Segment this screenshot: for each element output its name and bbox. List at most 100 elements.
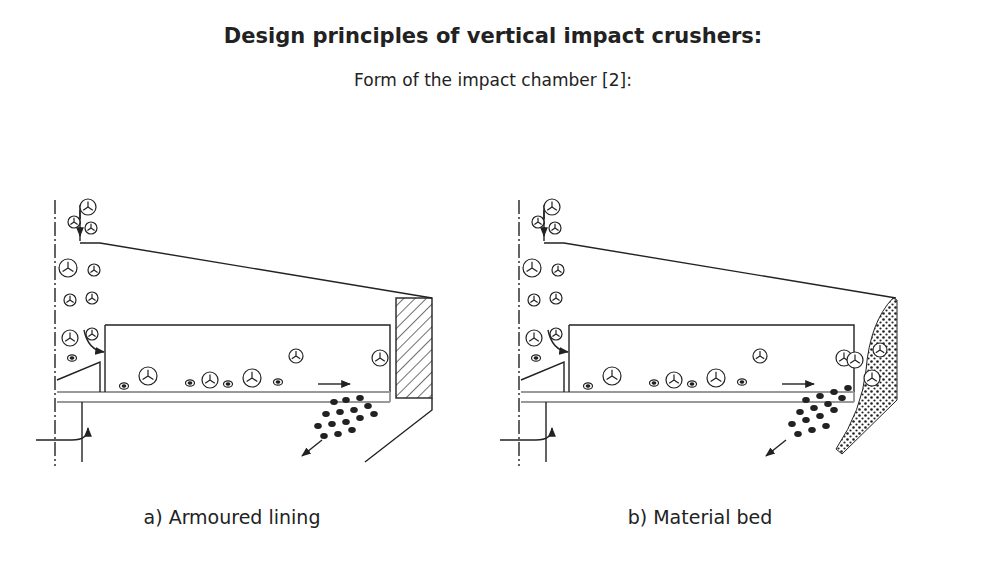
particle xyxy=(817,394,823,399)
particle xyxy=(652,382,656,384)
particle xyxy=(823,424,829,429)
particle xyxy=(523,259,541,277)
caption: a) Armoured lining xyxy=(144,506,321,528)
particle xyxy=(803,398,809,403)
particle xyxy=(711,372,722,382)
particle xyxy=(88,330,95,337)
particle xyxy=(527,262,538,272)
particle xyxy=(59,259,77,277)
particle xyxy=(188,382,192,384)
housing xyxy=(365,398,432,462)
particle xyxy=(740,381,744,383)
particle xyxy=(549,222,561,234)
particle xyxy=(202,372,218,388)
particle xyxy=(62,330,78,346)
particle xyxy=(552,264,564,276)
particle xyxy=(529,332,539,341)
particle xyxy=(371,412,377,417)
particle xyxy=(68,216,80,228)
particle xyxy=(550,292,562,304)
particle xyxy=(224,381,233,387)
particle xyxy=(372,350,388,366)
particle xyxy=(850,354,860,363)
particle xyxy=(789,422,795,427)
particle xyxy=(83,201,93,210)
particle xyxy=(873,343,887,357)
particle xyxy=(343,420,349,425)
particle xyxy=(552,294,559,301)
particle xyxy=(357,416,363,421)
particle xyxy=(550,328,562,340)
particle xyxy=(547,201,557,210)
particle xyxy=(864,370,880,386)
particle xyxy=(584,383,593,389)
particle xyxy=(669,374,679,383)
particle xyxy=(811,406,817,411)
particle xyxy=(831,408,837,413)
particle xyxy=(688,381,697,387)
particle xyxy=(530,296,537,303)
particle xyxy=(64,294,76,306)
particle xyxy=(532,355,541,361)
particle xyxy=(867,372,877,381)
particle xyxy=(88,294,95,301)
particle xyxy=(143,370,154,380)
particle xyxy=(321,434,327,439)
particle xyxy=(375,352,385,361)
particle xyxy=(554,266,561,273)
particle xyxy=(607,370,618,380)
particle xyxy=(707,369,725,387)
particle xyxy=(876,345,884,353)
particle xyxy=(825,402,831,407)
particle xyxy=(63,262,74,272)
caption: b) Material bed xyxy=(628,506,773,528)
particle xyxy=(226,383,230,385)
particle xyxy=(274,379,283,385)
particle xyxy=(351,408,357,413)
subtitle: Form of the impact chamber [2]: xyxy=(354,70,632,90)
particle xyxy=(817,414,823,419)
particle xyxy=(797,410,803,415)
particle xyxy=(329,422,335,427)
particle xyxy=(315,424,321,429)
particle xyxy=(70,357,74,359)
particle xyxy=(276,381,280,383)
particle xyxy=(88,264,100,276)
particle xyxy=(809,428,815,433)
particle xyxy=(85,222,97,234)
particle xyxy=(552,330,559,337)
particle xyxy=(586,385,590,387)
particle xyxy=(738,379,747,385)
particle xyxy=(323,412,329,417)
particle xyxy=(87,224,94,231)
particle xyxy=(337,410,343,415)
particle xyxy=(534,357,538,359)
particle xyxy=(534,218,541,225)
particle xyxy=(90,266,97,273)
particle xyxy=(690,383,694,385)
particle xyxy=(292,351,300,359)
crusher-b xyxy=(500,200,896,466)
particle xyxy=(839,396,845,401)
crusher-a xyxy=(36,200,432,466)
title: Design principles of vertical impact cru… xyxy=(224,24,762,48)
particle xyxy=(365,404,371,409)
particle xyxy=(526,330,542,346)
particle xyxy=(847,352,863,368)
particle xyxy=(70,218,77,225)
particle xyxy=(753,349,767,363)
particle xyxy=(343,398,349,403)
particle xyxy=(289,349,303,363)
particle xyxy=(528,294,540,306)
particles xyxy=(59,199,887,438)
particle xyxy=(86,328,98,340)
particle xyxy=(205,374,215,383)
particle xyxy=(243,369,261,387)
particle xyxy=(331,400,337,405)
particle xyxy=(831,390,837,395)
particle xyxy=(86,292,98,304)
particle xyxy=(66,296,73,303)
particle xyxy=(845,386,851,391)
particle xyxy=(795,432,801,437)
particle xyxy=(666,372,682,388)
